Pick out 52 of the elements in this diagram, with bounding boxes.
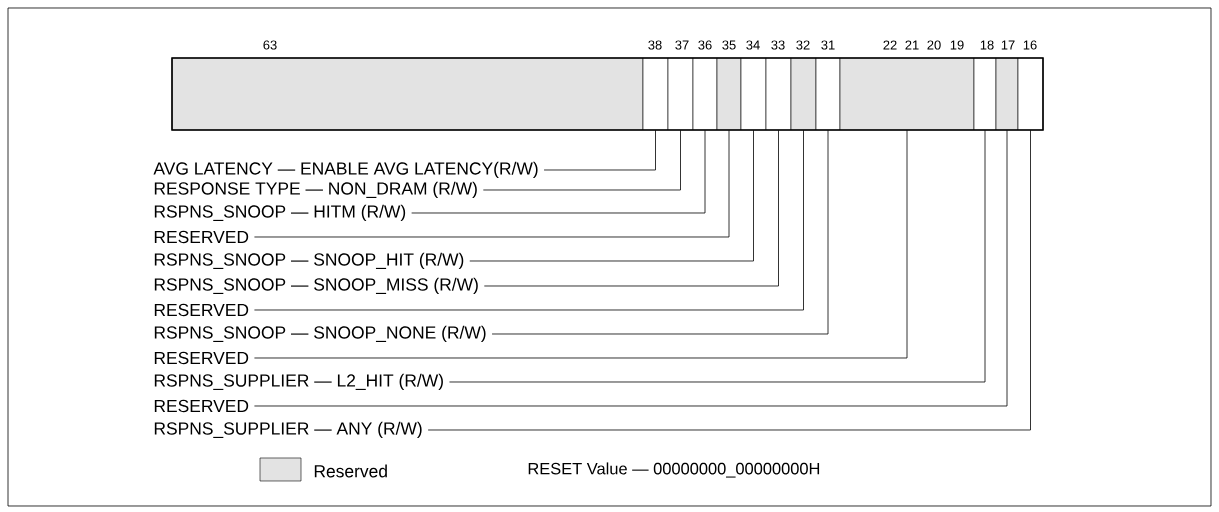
- bit-number: 32: [796, 40, 810, 50]
- bit-number: 34: [746, 40, 760, 50]
- leader-line: [491, 129, 829, 335]
- field-description: RSPNS_SNOOP — SNOOP_NONE (R/W): [154, 325, 486, 343]
- bit-number: 33: [771, 40, 785, 50]
- field-description: RSPNS_SUPPLIER — ANY (R/W): [154, 421, 422, 439]
- leader-line: [411, 129, 706, 214]
- leader-line: [469, 129, 754, 262]
- bit-field: [765, 57, 792, 131]
- leader-line: [483, 129, 779, 287]
- bit-field: [973, 57, 997, 131]
- field-description: RESERVED: [154, 351, 249, 365]
- leader-line: [449, 129, 986, 383]
- bit-field: [642, 57, 669, 131]
- field-description: RSPNS_SUPPLIER — L2_HIT (R/W): [154, 373, 443, 391]
- field-description: RESERVED: [154, 303, 249, 317]
- field-description: RSPNS_SNOOP — SNOOP_MISS (R/W): [154, 277, 478, 295]
- leader-line: [254, 129, 804, 311]
- bit-number: 20: [927, 40, 941, 50]
- bit-number: 38: [648, 40, 662, 50]
- leader-line: [482, 129, 681, 191]
- reserved-field: [171, 57, 644, 131]
- bit-number: 31: [821, 40, 835, 50]
- leader-line: [427, 129, 1031, 431]
- bit-number: 19: [950, 40, 964, 50]
- bit-field: [692, 57, 718, 131]
- bit-field: [740, 57, 767, 131]
- field-description: RESERVED: [154, 230, 249, 244]
- bit-number: 35: [722, 40, 736, 50]
- legend-label: Reserved: [314, 464, 387, 478]
- reserved-field: [716, 57, 742, 131]
- field-description: RESERVED: [154, 399, 249, 413]
- reserved-field: [790, 57, 817, 131]
- bit-field: [1017, 57, 1044, 131]
- bit-number: 17: [1001, 40, 1015, 50]
- bit-number: 16: [1023, 40, 1037, 50]
- reserved-field: [839, 57, 975, 131]
- reserved-field: [995, 57, 1019, 131]
- field-description: AVG LATENCY — ENABLE AVG LATENCY(R/W): [153, 161, 538, 179]
- field-description: RSPNS_SNOOP — SNOOP_HIT (R/W): [154, 252, 464, 270]
- bit-number: 37: [675, 40, 689, 50]
- leader-line: [543, 129, 656, 171]
- leader-line: [254, 129, 730, 238]
- reset-value-note: RESET Value — 00000000_00000000H: [528, 462, 820, 478]
- leader-line: [254, 129, 1008, 407]
- bit-field: [815, 57, 841, 131]
- bit-field: [667, 57, 694, 131]
- leader-line: [254, 129, 908, 359]
- field-description: RESPONSE TYPE — NON_DRAM (R/W): [154, 181, 477, 199]
- bit-number: 18: [980, 40, 994, 50]
- field-description: RSPNS_SNOOP — HITM (R/W): [154, 204, 406, 222]
- bit-number: 36: [698, 40, 712, 50]
